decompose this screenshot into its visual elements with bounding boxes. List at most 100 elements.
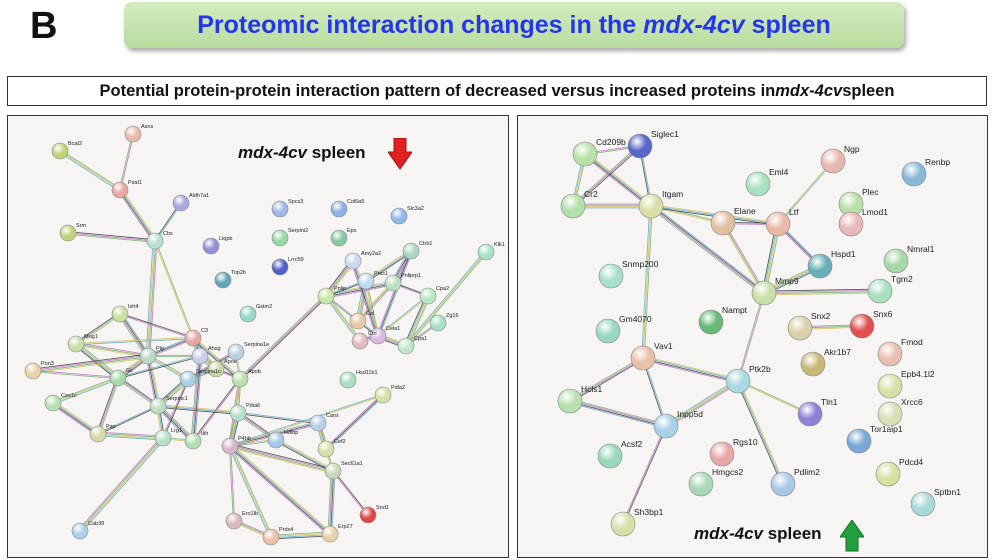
protein-node[interactable] [330, 229, 348, 247]
protein-node[interactable] [227, 343, 245, 361]
protein-node[interactable] [849, 313, 875, 339]
protein-node[interactable] [910, 491, 936, 517]
protein-node[interactable] [867, 278, 893, 304]
protein-node[interactable] [111, 305, 129, 323]
protein-node[interactable] [214, 271, 232, 289]
protein-node[interactable] [324, 462, 342, 480]
protein-node[interactable] [321, 525, 339, 543]
protein-node[interactable] [172, 194, 190, 212]
protein-node[interactable] [330, 200, 348, 218]
protein-node[interactable] [89, 425, 107, 443]
protein-node[interactable] [24, 362, 42, 380]
protein-node[interactable] [419, 287, 437, 305]
protein-node[interactable] [429, 314, 447, 332]
protein-node[interactable] [67, 335, 85, 353]
protein-node[interactable] [901, 161, 927, 187]
protein-node[interactable] [309, 414, 327, 432]
protein-node[interactable] [725, 368, 751, 394]
protein-label: Cd209b [596, 137, 626, 147]
protein-node[interactable] [221, 437, 239, 455]
protein-node[interactable] [402, 242, 420, 260]
protein-node[interactable] [653, 413, 679, 439]
protein-node[interactable] [271, 200, 289, 218]
protein-node[interactable] [359, 506, 377, 524]
protein-node[interactable] [883, 248, 909, 274]
interaction-edge [332, 471, 368, 516]
protein-node[interactable] [231, 370, 249, 388]
protein-node[interactable] [111, 181, 129, 199]
protein-node[interactable] [390, 207, 408, 225]
protein-node[interactable] [207, 360, 225, 378]
protein-node[interactable] [397, 337, 415, 355]
protein-node[interactable] [745, 171, 771, 197]
protein-node[interactable] [572, 141, 598, 167]
protein-node[interactable] [191, 347, 209, 365]
protein-node[interactable] [787, 315, 813, 341]
protein-node[interactable] [317, 287, 335, 305]
protein-node[interactable] [875, 461, 901, 487]
protein-node[interactable] [139, 347, 157, 365]
protein-node[interactable] [877, 373, 903, 399]
protein-node[interactable] [149, 397, 167, 415]
protein-node[interactable] [349, 312, 367, 330]
protein-node[interactable] [239, 305, 257, 323]
protein-node[interactable] [271, 258, 289, 276]
protein-node[interactable] [109, 369, 127, 387]
protein-label: Ltf [789, 207, 799, 217]
protein-node[interactable] [184, 329, 202, 347]
protein-node[interactable] [751, 280, 777, 306]
protein-node[interactable] [44, 394, 62, 412]
protein-node[interactable] [800, 351, 826, 377]
protein-node[interactable] [846, 428, 872, 454]
protein-node[interactable] [838, 211, 864, 237]
protein-node[interactable] [317, 440, 335, 458]
protein-node[interactable] [59, 224, 77, 242]
protein-node[interactable] [71, 522, 89, 540]
protein-node[interactable] [877, 341, 903, 367]
protein-node[interactable] [797, 401, 823, 427]
protein-node[interactable] [598, 263, 624, 289]
protein-node[interactable] [374, 386, 392, 404]
protein-node[interactable] [51, 142, 69, 160]
protein-node[interactable] [339, 371, 357, 389]
protein-node[interactable] [146, 232, 164, 250]
protein-node[interactable] [807, 253, 833, 279]
protein-node[interactable] [267, 431, 285, 449]
protein-node[interactable] [595, 318, 621, 344]
protein-node[interactable] [709, 441, 735, 467]
interaction-edge [97, 435, 163, 441]
protein-node[interactable] [179, 370, 197, 388]
protein-node[interactable] [384, 274, 402, 292]
protein-node[interactable] [698, 309, 724, 335]
interaction-edge [161, 378, 188, 438]
protein-node[interactable] [877, 401, 903, 427]
protein-node[interactable] [710, 210, 736, 236]
protein-node[interactable] [477, 243, 495, 261]
protein-node[interactable] [765, 211, 791, 237]
protein-node[interactable] [630, 345, 656, 371]
protein-node[interactable] [262, 528, 280, 546]
protein-label: Gc [126, 368, 133, 374]
protein-node[interactable] [560, 193, 586, 219]
protein-node[interactable] [225, 512, 243, 530]
protein-node[interactable] [557, 388, 583, 414]
protein-node[interactable] [820, 148, 846, 174]
protein-node[interactable] [154, 429, 172, 447]
interaction-edge [229, 446, 330, 535]
protein-node[interactable] [638, 193, 664, 219]
protein-node[interactable] [229, 404, 247, 422]
protein-node[interactable] [770, 471, 796, 497]
protein-node[interactable] [202, 237, 220, 255]
protein-node[interactable] [610, 511, 636, 537]
protein-node[interactable] [271, 229, 289, 247]
protein-node[interactable] [351, 332, 369, 350]
protein-node[interactable] [357, 272, 375, 290]
protein-node[interactable] [369, 327, 387, 345]
protein-node[interactable] [688, 471, 714, 497]
protein-node[interactable] [627, 133, 653, 159]
protein-node[interactable] [184, 432, 202, 450]
interaction-edge [325, 394, 384, 450]
protein-node[interactable] [597, 443, 623, 469]
protein-node[interactable] [344, 252, 362, 270]
protein-node[interactable] [124, 125, 142, 143]
